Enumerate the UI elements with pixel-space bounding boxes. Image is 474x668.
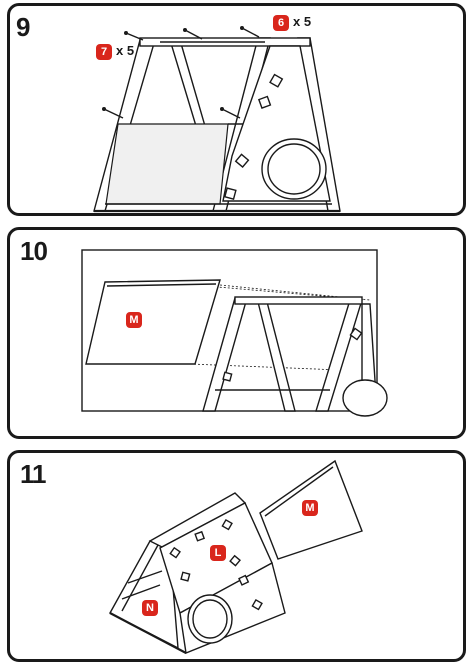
step-number: 9	[16, 12, 31, 42]
step-number: 10	[20, 236, 48, 266]
part-quantity-6: x 5	[293, 14, 312, 29]
part-badge-m: M	[302, 500, 318, 516]
part-badge-7: 7	[96, 44, 112, 60]
step-10-illustration	[81, 249, 388, 417]
step-11-illustration	[109, 459, 363, 654]
part-badge-l: L	[210, 545, 226, 561]
part-badge-m: M	[126, 312, 142, 328]
step-number: 11	[20, 459, 46, 489]
step-11-panel: 11 M L N	[7, 450, 466, 662]
part-badge-6: 6	[273, 15, 289, 31]
step-9-panel: 9 7 x 5 6 x 5	[7, 3, 466, 216]
step-9-illustration	[93, 26, 341, 213]
part-quantity-7: x 5	[116, 43, 135, 58]
step-10-panel: 10 M	[7, 227, 466, 439]
part-badge-n: N	[142, 600, 158, 616]
